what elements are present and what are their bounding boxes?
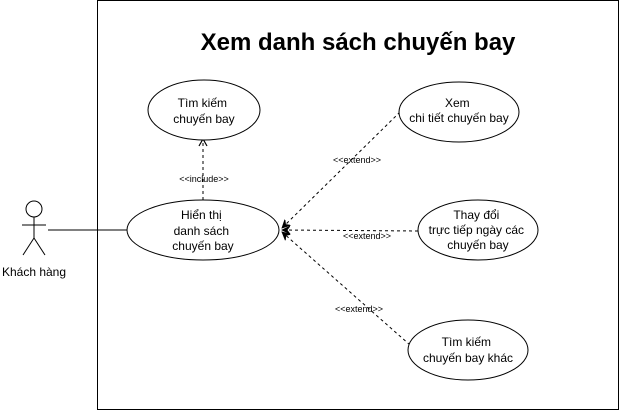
usecase-label: Tìm kiếm chuyến bay khác: [423, 335, 513, 365]
actor-khach-hang[interactable]: Khách hàng: [2, 200, 66, 279]
usecase-label-line: Thay đổi: [453, 208, 499, 222]
usecase-ellipse: [407, 319, 529, 381]
usecase-label: Hiển thị danh sách chuyến bay: [172, 208, 233, 253]
actor-left-leg: [22, 237, 35, 256]
extend-arrow-change: [282, 230, 419, 231]
usecase-ellipse: [398, 81, 520, 143]
actor-head: [25, 200, 43, 218]
extend-label-change: <<extend>>: [343, 231, 391, 241]
actor-name: Khách hàng: [2, 265, 66, 279]
extend-label-detail: <<extend>>: [333, 155, 381, 165]
usecase-ellipse: [126, 199, 280, 261]
extend-label-search-other: <<extend>>: [335, 304, 383, 314]
usecase-ellipse: [417, 199, 539, 261]
usecase-thay-doi-ngay[interactable]: Thay đổi trực tiếp ngày các chuyến bay: [417, 199, 539, 261]
usecase-label-line: chuyến bay: [447, 238, 508, 252]
usecase-label: Thay đổi trực tiếp ngày các chuyến bay: [429, 208, 528, 252]
actor-right-leg: [33, 237, 46, 256]
usecase-label-line: chuyến bay khác: [423, 351, 513, 365]
usecase-label: Tìm kiếm chuyến bay: [173, 96, 234, 126]
extend-arrow-search-other: [282, 232, 411, 346]
usecase-label: Xem chi tiết chuyến bay: [409, 96, 508, 125]
usecase-label-line: Tìm kiếm: [442, 335, 491, 349]
usecase-label-line: chuyến bay: [172, 239, 233, 253]
include-label: <<include>>: [179, 174, 229, 184]
usecase-label-line: Tìm kiếm: [178, 96, 227, 110]
usecase-label-line: chuyến bay: [173, 112, 234, 126]
system-title: Xem danh sách chuyến bay: [201, 29, 516, 56]
usecase-label-line: danh sách: [174, 224, 229, 238]
usecase-xem-chi-tiet[interactable]: Xem chi tiết chuyến bay: [398, 81, 520, 143]
usecase-label-line: trực tiếp ngày các: [429, 223, 524, 237]
usecase-tim-kiem-khac[interactable]: Tìm kiếm chuyến bay khác: [407, 319, 529, 381]
usecase-ellipse: [147, 79, 261, 141]
usecase-tim-kiem[interactable]: Tìm kiếm chuyến bay: [147, 79, 261, 141]
usecase-label-line: Hiển thị: [181, 208, 222, 222]
usecase-label-line: chi tiết chuyến bay: [409, 111, 508, 125]
usecase-hien-thi-danh-sach[interactable]: Hiển thị danh sách chuyến bay: [126, 199, 280, 261]
usecase-label-line: Xem: [445, 96, 470, 110]
